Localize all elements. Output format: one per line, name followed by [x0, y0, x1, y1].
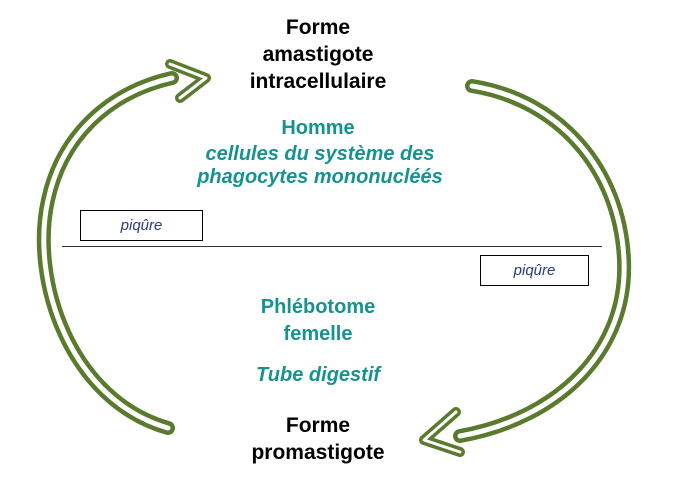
- right-cycle-arrow: [419, 79, 632, 457]
- vector-organ-label: Tube digestif: [255, 364, 381, 386]
- amastigote-form-label: Forme amastigote intracellulaire: [188, 14, 448, 95]
- vector-line1: Phlébotome: [260, 296, 376, 318]
- host-sub-line2: phagocytes mononucléés: [197, 166, 443, 188]
- host-sub-line1: cellules du système des: [205, 143, 435, 165]
- host-vector-divider: [62, 246, 602, 247]
- bite-box-left: piqûre: [80, 210, 203, 241]
- vector-line2: femelle: [283, 323, 353, 345]
- bottom-form-line1: Forme: [285, 414, 351, 437]
- left-cycle-arrow: [36, 59, 211, 435]
- bite-left-label: piqûre: [120, 217, 163, 234]
- top-form-line1: Forme: [285, 16, 351, 39]
- bite-box-right: piqûre: [480, 255, 589, 286]
- vector-label: Phlébotome femelle: [188, 294, 448, 348]
- bottom-form-line2: promastigote: [251, 441, 385, 464]
- bite-right-label: piqûre: [513, 262, 556, 279]
- host-cells-label: cellules du système des phagocytes monon…: [140, 143, 500, 189]
- top-form-line3: intracellulaire: [249, 70, 387, 93]
- host-title: Homme: [281, 117, 355, 139]
- promastigote-form-label: Forme promastigote: [188, 412, 448, 466]
- top-form-line2: amastigote: [262, 43, 374, 66]
